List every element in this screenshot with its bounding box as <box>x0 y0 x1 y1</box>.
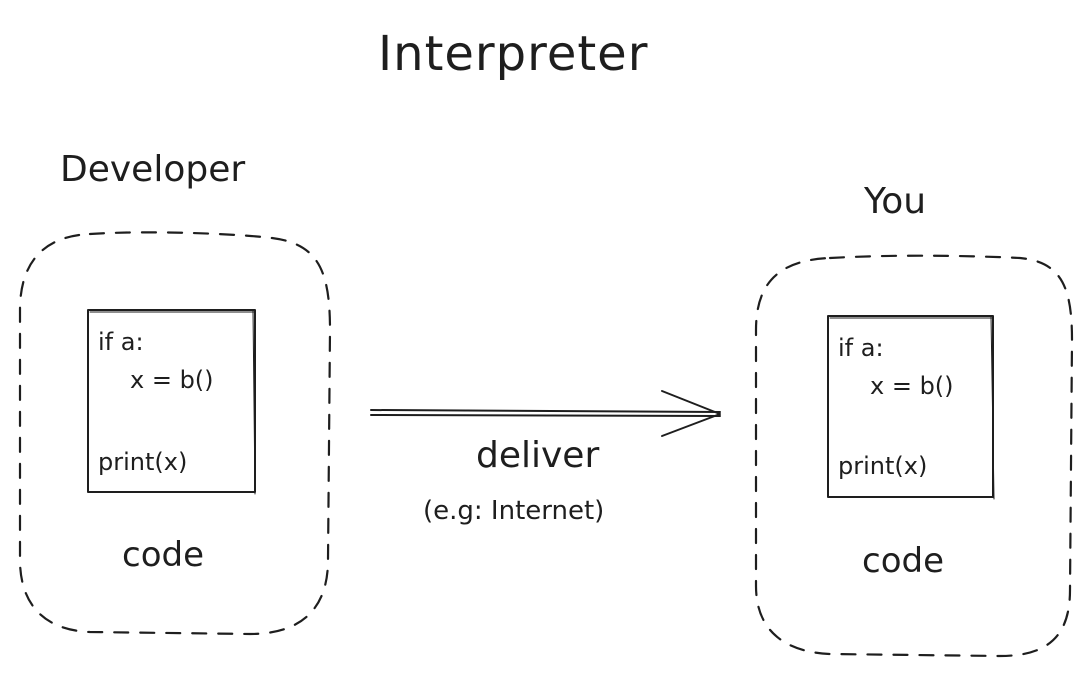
user-code-line: x = b() <box>870 372 954 400</box>
developer-code-line: print(x) <box>98 448 188 476</box>
developer-code-line: if a: <box>98 328 144 356</box>
developer-label: Developer <box>60 149 246 190</box>
deliver-label: deliver <box>476 435 600 476</box>
deliver-sublabel: (e.g: Internet) <box>423 496 605 526</box>
diagram-title: Interpreter <box>378 26 649 82</box>
developer-container <box>18 231 332 636</box>
deliver-arrow <box>370 390 721 437</box>
user-code-box <box>827 315 994 498</box>
user-code-line: if a: <box>838 334 884 362</box>
developer-code-label: code <box>122 535 204 575</box>
developer-code-box <box>87 309 256 493</box>
user-code-line: print(x) <box>838 452 928 480</box>
user-label: You <box>864 181 927 222</box>
user-code-label: code <box>862 541 944 581</box>
developer-code-line: x = b() <box>130 366 214 394</box>
user-container <box>754 254 1074 658</box>
